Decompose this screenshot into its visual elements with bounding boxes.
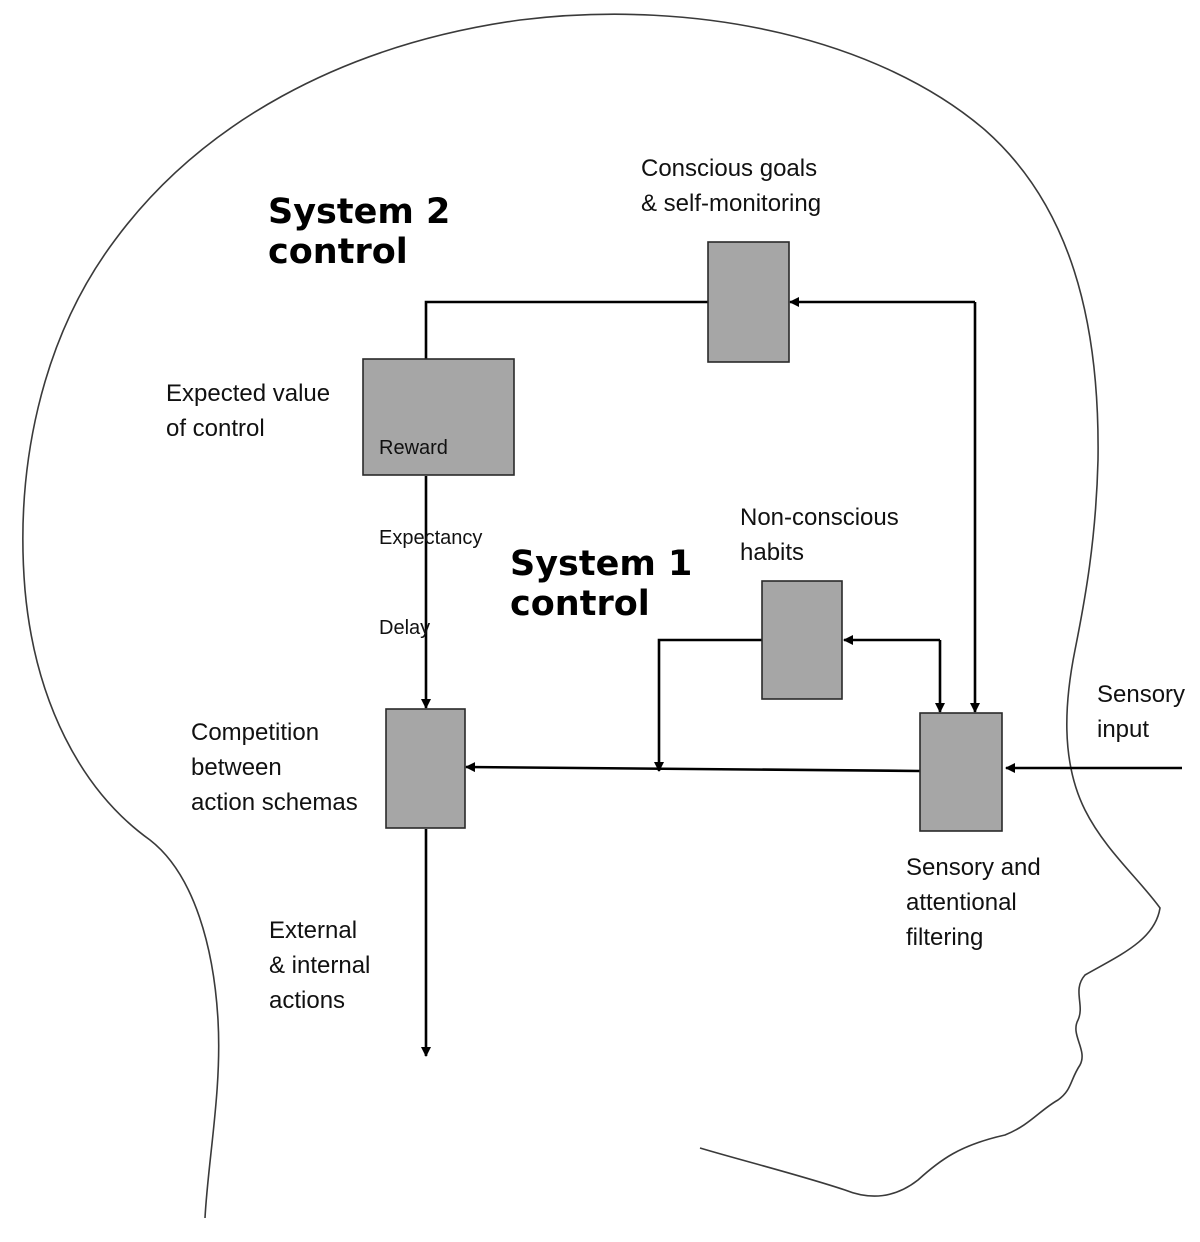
sensory-input-label: Sensory input (1097, 681, 1186, 743)
connector-goals-to-value (424, 300, 708, 360)
connector-habits-to-mainline (654, 638, 762, 772)
expected-value-box (362, 358, 515, 476)
competition-box (385, 708, 466, 829)
competition-label: Competition between action schemas (191, 719, 358, 816)
non-conscious-label: Non-conscious habits (740, 504, 899, 566)
connector-filter-to-competition (465, 762, 921, 773)
system2-heading: System 2 control (268, 192, 451, 272)
conscious-goals-box (707, 241, 790, 363)
system1-heading: System 1 control (510, 544, 693, 624)
habits-box (761, 580, 843, 700)
box-item-expectancy: Expectancy (379, 527, 483, 549)
conscious-goals-label: Conscious goals & self-monitoring (641, 155, 822, 217)
head-outline (22, 13, 1161, 1219)
box-item-delay: Delay (379, 617, 431, 639)
external-actions-label: External & internal actions (269, 917, 371, 1014)
expected-value-label: Expected value of control (166, 380, 331, 442)
box-item-reward: Reward (379, 437, 448, 459)
sensory-filtering-label: Sensory and attentional filtering (906, 854, 1041, 951)
expected-value-box-items: Reward Expectancy Delay (379, 373, 482, 703)
filtering-box (919, 712, 1003, 832)
